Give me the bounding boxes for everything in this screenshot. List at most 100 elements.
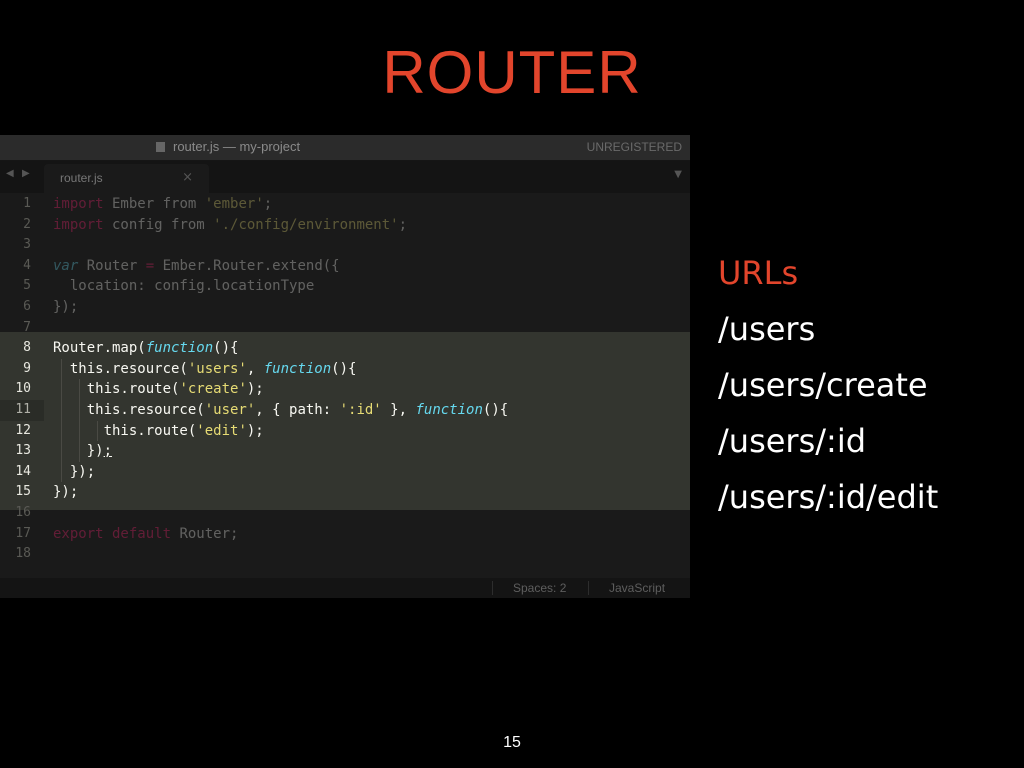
forward-arrow-icon[interactable]: ▶ bbox=[22, 168, 30, 179]
indent-guide bbox=[97, 420, 98, 442]
url-list: URLs /users /users/create /users/:id /us… bbox=[718, 254, 1018, 534]
code-line[interactable]: 4 var Router = Ember.Router.extend({ bbox=[0, 256, 690, 277]
code-text: import Ember from 'ember'; bbox=[53, 194, 272, 215]
code-token: function bbox=[263, 360, 332, 377]
code-token: from bbox=[162, 196, 197, 212]
code-token: ; bbox=[398, 216, 408, 233]
code-text: }); bbox=[53, 441, 112, 462]
code-text: var Router = Ember.Router.extend({ bbox=[53, 256, 340, 277]
code-token: (){ bbox=[482, 402, 509, 418]
code-token: var bbox=[53, 257, 79, 274]
code-line[interactable]: 18 bbox=[0, 544, 690, 565]
line-number: 5 bbox=[23, 278, 31, 294]
code-line[interactable]: 15}); bbox=[0, 482, 690, 503]
status-syntax[interactable]: JavaScript bbox=[609, 581, 666, 595]
code-token: , { path: bbox=[255, 402, 340, 418]
code-line[interactable]: 3 bbox=[0, 235, 690, 256]
current-line-gutter bbox=[0, 400, 44, 421]
line-number: 10 bbox=[15, 381, 31, 397]
code-editor-window: router.js — my-project UNREGISTERED ◀ ▶ … bbox=[0, 135, 690, 598]
code-token: 'user' bbox=[204, 402, 256, 418]
code-token: location: config.locationType bbox=[53, 278, 315, 295]
code-line[interactable]: 14 }); bbox=[0, 462, 690, 483]
code-text: this.route('edit'); bbox=[53, 421, 264, 442]
line-number: 17 bbox=[15, 525, 31, 541]
code-text: }); bbox=[53, 462, 95, 483]
code-line[interactable]: 13 }); bbox=[0, 441, 690, 462]
code-token: Ember bbox=[103, 196, 163, 212]
line-number: 18 bbox=[15, 546, 31, 562]
line-number: 3 bbox=[23, 237, 31, 253]
chevron-down-icon[interactable]: ▼ bbox=[674, 169, 682, 180]
code-token: Router bbox=[78, 257, 146, 274]
code-token: , bbox=[246, 360, 264, 377]
line-number: 1 bbox=[23, 196, 31, 211]
code-token: (){ bbox=[213, 340, 239, 357]
url-item: /users/:id/edit bbox=[718, 478, 939, 516]
tab-bar: ◀ ▶ router.js × ▼ bbox=[0, 161, 690, 193]
code-line[interactable]: 10 this.route('create'); bbox=[0, 379, 690, 400]
code-text: this.resource('user', { path: ':id' }, f… bbox=[53, 400, 509, 421]
code-token: function bbox=[145, 340, 214, 357]
code-token: import bbox=[53, 216, 104, 233]
code-token: ); bbox=[246, 422, 264, 439]
code-text: import config from './config/environment… bbox=[53, 215, 407, 236]
url-list-heading: URLs bbox=[718, 254, 799, 292]
code-text: this.resource('users', function(){ bbox=[53, 359, 357, 380]
window-titlebar: router.js — my-project UNREGISTERED bbox=[0, 135, 690, 161]
indent-guide bbox=[79, 379, 80, 462]
url-item: /users/:id bbox=[718, 422, 867, 460]
code-token: }, bbox=[381, 402, 416, 418]
code-line[interactable]: 2 import config from './config/environmen… bbox=[0, 215, 690, 236]
code-token: 'ember' bbox=[196, 196, 264, 212]
code-token: (){ bbox=[331, 360, 357, 377]
code-line[interactable]: 11 this.resource('user', { path: ':id' }… bbox=[0, 400, 690, 421]
code-token: ':id' bbox=[339, 402, 382, 418]
code-text: }); bbox=[53, 297, 78, 318]
code-token: Ember.Router.extend({ bbox=[154, 257, 340, 274]
close-icon[interactable]: × bbox=[182, 170, 193, 185]
code-token: ; bbox=[103, 443, 113, 460]
page-number: 15 bbox=[503, 734, 521, 751]
window-title: router.js — my-project bbox=[173, 139, 301, 154]
code-token: this.route( bbox=[53, 422, 197, 439]
status-divider bbox=[492, 581, 493, 595]
line-number: 6 bbox=[23, 299, 31, 314]
code-line[interactable]: 7 bbox=[0, 318, 690, 339]
code-token: 'create' bbox=[179, 381, 247, 398]
code-token: ; bbox=[263, 196, 273, 212]
line-number: 4 bbox=[23, 257, 31, 273]
url-item: /users/create bbox=[718, 366, 928, 404]
tab-router-js[interactable]: router.js × bbox=[44, 164, 209, 193]
code-line[interactable]: 12 this.route('edit'); bbox=[0, 421, 690, 442]
code-token: ); bbox=[246, 381, 264, 398]
line-number: 13 bbox=[15, 443, 31, 459]
highlighted-block bbox=[0, 332, 690, 510]
line-number: 14 bbox=[15, 463, 31, 479]
code-token: config bbox=[103, 216, 172, 233]
line-number: 15 bbox=[15, 484, 31, 500]
code-token: }); bbox=[53, 299, 79, 315]
status-bar: Spaces: 2 JavaScript bbox=[0, 578, 690, 598]
line-number: 16 bbox=[15, 505, 31, 520]
code-token: Router; bbox=[171, 525, 239, 542]
status-divider bbox=[588, 581, 589, 595]
code-token: = bbox=[145, 257, 155, 274]
code-line[interactable]: 1 import Ember from 'ember'; bbox=[0, 194, 690, 215]
line-number: 7 bbox=[23, 319, 31, 335]
status-spaces[interactable]: Spaces: 2 bbox=[513, 581, 567, 595]
code-line[interactable]: 6}); bbox=[0, 297, 690, 318]
code-token: this.route( bbox=[53, 381, 180, 398]
code-line[interactable]: 16 bbox=[0, 503, 690, 524]
code-area[interactable]: 1 import Ember from 'ember'; 2 import confi… bbox=[0, 193, 690, 578]
code-line[interactable]: 9 this.resource('users', function(){ bbox=[0, 359, 690, 380]
back-arrow-icon[interactable]: ◀ bbox=[6, 168, 14, 179]
code-line[interactable]: 5 location: config.locationType bbox=[0, 276, 690, 297]
line-number: 2 bbox=[23, 216, 31, 232]
code-token: './config/environment' bbox=[204, 216, 399, 233]
code-text: }); bbox=[53, 482, 78, 503]
code-token: from bbox=[171, 216, 205, 233]
code-token: default bbox=[103, 525, 172, 542]
